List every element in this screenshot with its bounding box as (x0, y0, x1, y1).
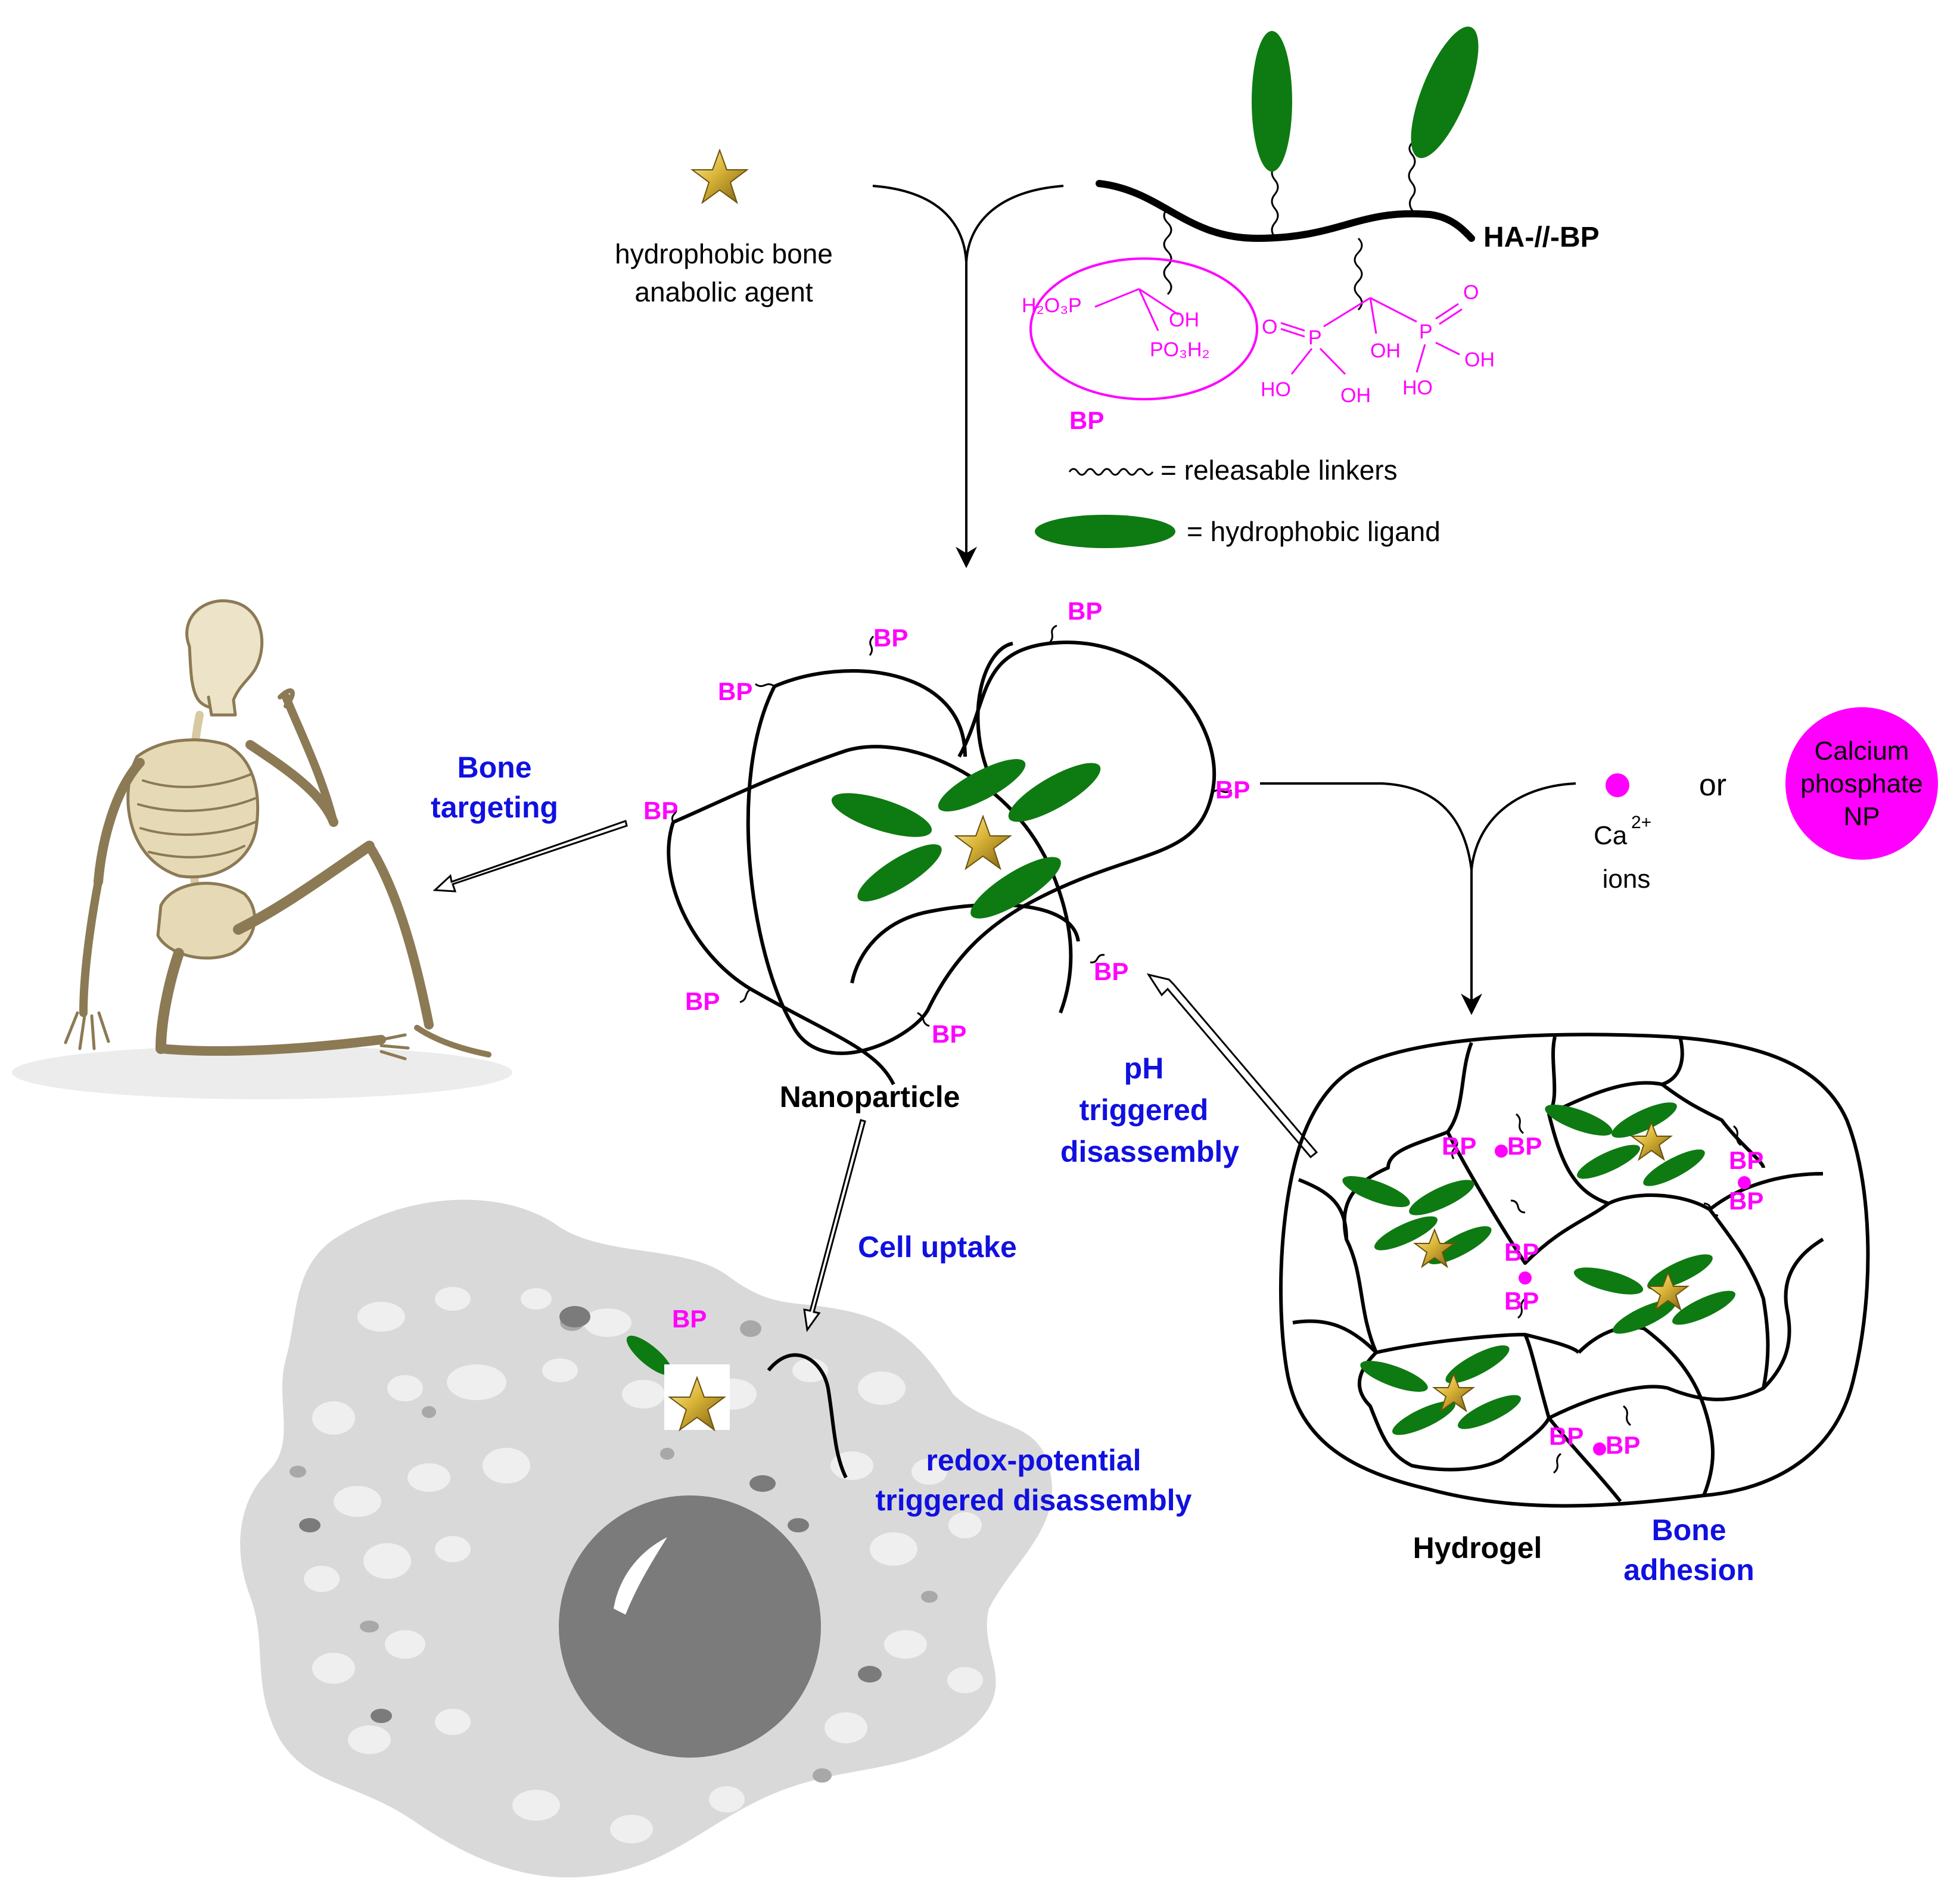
np-line2: phosphate (1800, 769, 1923, 798)
ph-disassembly-arrow (1146, 973, 1318, 1159)
calcium-ion-dot (1606, 773, 1629, 797)
bp-left-group-c: PO₃H₂ (1150, 338, 1210, 361)
np-bp-1: BP (718, 677, 752, 705)
bp-oh-center: OH (1370, 340, 1401, 362)
nanoparticle-drug-star-icon (955, 816, 1011, 869)
cell-uptake-label: Cell uptake (858, 1230, 1017, 1264)
np-bp-7: BP (685, 987, 720, 1015)
nanoparticle (667, 640, 1217, 1086)
skeleton-illustration (12, 599, 512, 1099)
hg-bp-7: BP (1549, 1422, 1583, 1450)
bp-highlight-ellipse (1029, 257, 1258, 400)
legend-ligand-text: = hydrophobic ligand (1187, 516, 1441, 547)
combine-arrow-right (965, 185, 1064, 263)
legend-ligand-icon (1035, 515, 1175, 548)
redox-line2: triggered disassembly (876, 1484, 1192, 1517)
hydrogel (1279, 1033, 1870, 1508)
legend-linker-icon (1068, 468, 1154, 476)
hg-bp-3: BP (1504, 1238, 1539, 1266)
polymer-label: HA-//-BP (1483, 222, 1600, 253)
bp-p2: P (1419, 321, 1433, 343)
linker (1354, 237, 1363, 311)
calcium-phosphate-np (1785, 707, 1938, 860)
np-bp-linkers (671, 624, 1232, 1027)
bp-label: BP (1069, 406, 1104, 434)
redox-line1: redox-potential (926, 1444, 1141, 1477)
bp-o1: O (1262, 316, 1277, 338)
bone-targeting-line1: Bone (458, 751, 532, 784)
nanoparticle-ligands (831, 759, 1101, 919)
bone-targeting-line2: targeting (431, 791, 558, 824)
cell-bp: BP (672, 1305, 707, 1333)
calcium-to-hydrogel-arrow (1461, 782, 1576, 1015)
bp-structure: H₂O₃P OH PO₃H₂ P P O O OH HO OH HO OH (1022, 257, 1495, 407)
bp-o2: O (1463, 281, 1479, 304)
np-bp-4: BP (1215, 776, 1250, 804)
ha-backbone (1096, 180, 1475, 242)
hydrophobic-ligand (1252, 31, 1292, 172)
hydrophobic-ligand (1411, 26, 1479, 158)
hg-bp-1: BP (1442, 1132, 1476, 1160)
hydrogel-ligands (1342, 1102, 1735, 1435)
hg-bp-4: BP (1504, 1287, 1539, 1315)
linker (1408, 140, 1416, 212)
calcium-ion-charge: 2+ (1631, 813, 1651, 832)
bp-oh1: OH (1340, 384, 1371, 407)
bone-adhesion-line2: adhesion (1623, 1553, 1754, 1587)
nanoparticle-label: Nanoparticle (780, 1080, 960, 1114)
hydrogel-label: Hydrogel (1413, 1531, 1542, 1565)
np-to-hydrogel-line (1260, 782, 1473, 870)
bp-oh2: OH (1464, 349, 1495, 371)
np-bp-8: BP (932, 1020, 966, 1048)
calcium-ion-label: Ca (1594, 821, 1628, 850)
linker (1163, 207, 1172, 296)
np-bp-5: BP (643, 797, 678, 825)
bone-adhesion-line1: Bone (1652, 1513, 1726, 1547)
cell-uptake-arrow (803, 1119, 866, 1332)
bp-left-group-b: OH (1169, 309, 1199, 331)
combine-arrow (872, 185, 977, 568)
bone-targeting-arrow (433, 820, 628, 893)
np-bp-6: BP (1094, 957, 1128, 985)
bp-ho1: HO (1261, 378, 1291, 401)
released-polymer-strand (767, 1353, 848, 1479)
hg-bp-5: BP (1729, 1146, 1763, 1174)
hg-bp-2: BP (1507, 1132, 1542, 1160)
legend-linker-text: = releasable linkers (1161, 455, 1398, 486)
ph-line3: disassembly (1060, 1135, 1239, 1168)
np-line3: NP (1843, 802, 1880, 831)
ph-line1: pH (1124, 1052, 1164, 1085)
drug-label-line1: hydrophobic bone (615, 238, 833, 269)
or-text: or (1699, 768, 1726, 803)
hg-bp-8: BP (1606, 1431, 1640, 1459)
ph-line2: triggered (1079, 1093, 1209, 1127)
np-line1: Calcium (1815, 736, 1909, 766)
drug-label-line2: anabolic agent (634, 276, 813, 307)
bp-ho2: HO (1402, 377, 1433, 399)
np-bp-2: BP (873, 624, 908, 652)
hydrogel-bp-linkers (1451, 1113, 1741, 1474)
np-bp-3: BP (1068, 597, 1102, 625)
calcium-ions-word: ions (1603, 865, 1651, 894)
cell-illustration (240, 1199, 1053, 1878)
bp-left-group-a: H₂O₃P (1022, 294, 1082, 317)
drug-star-icon (692, 150, 748, 203)
nucleus (559, 1495, 821, 1758)
bp-p1: P (1308, 326, 1322, 349)
hg-bp-6: BP (1729, 1187, 1763, 1215)
released-ligand (626, 1335, 673, 1376)
